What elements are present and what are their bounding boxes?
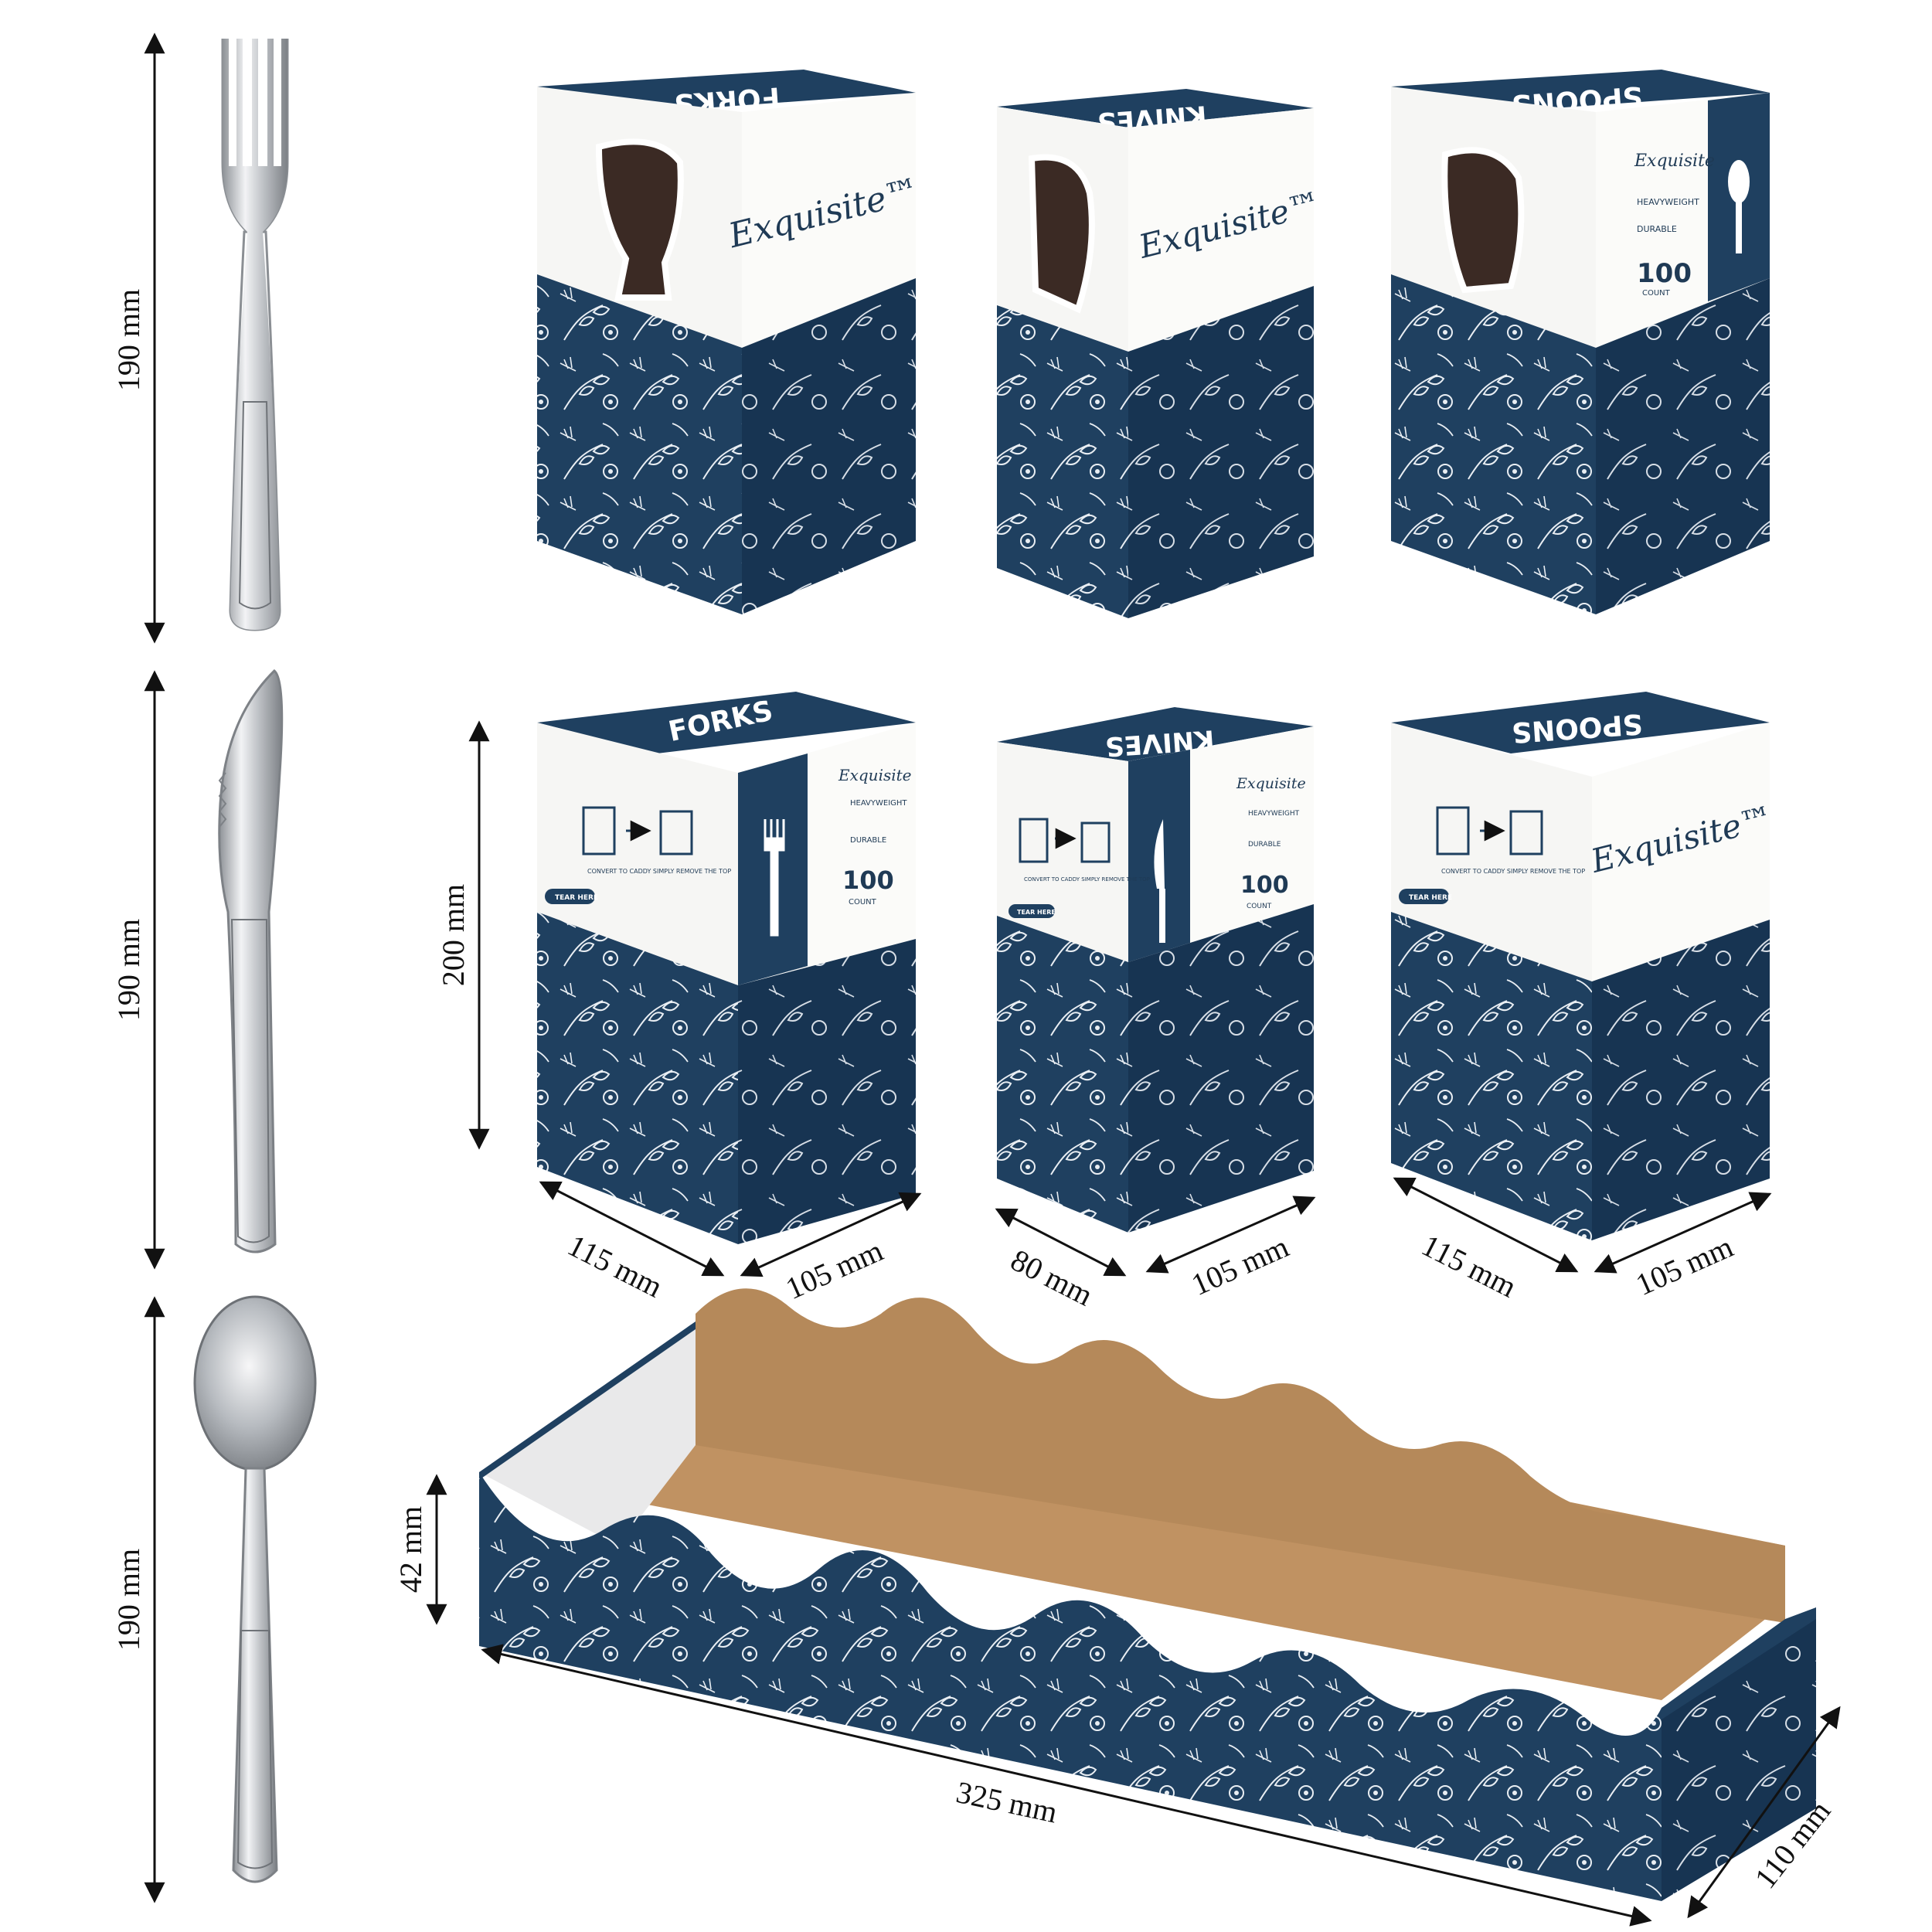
- bottom-forks-box: FORKS CONVERT TO CADDY SIMPLY REMOVE THE…: [537, 692, 922, 1306]
- feature-2: DURABLE: [850, 836, 886, 845]
- side-brand: Exquisite: [838, 766, 912, 784]
- knife-group: 190 mm: [111, 668, 284, 1270]
- spoon-group: 190 mm: [111, 1295, 317, 1903]
- depth-dimension-line: [740, 1192, 922, 1277]
- width-dim: 80 mm: [1005, 1242, 1098, 1312]
- caddy-tray: 42 mm 325 mm 110 mm: [393, 1288, 1841, 1927]
- count-label: COUNT: [1247, 903, 1272, 910]
- count: 100: [842, 866, 894, 895]
- caddy-diagram: [1436, 806, 1543, 855]
- side-brand: Exquisite: [1236, 775, 1306, 792]
- tear-badge: [545, 889, 595, 904]
- width-dimension-line: [995, 1208, 1127, 1277]
- instruction: CONVERT TO CADDY SIMPLY REMOVE THE TOP: [1024, 876, 1150, 883]
- side-brand: Exquisite: [1634, 151, 1715, 171]
- top-spoons-box: SPOONS Exquisite HEAVYWEIGHT DURABLE 100…: [1391, 70, 1770, 614]
- width-dimension-line: [539, 1181, 725, 1277]
- tear-label: TEAR HERE: [1017, 909, 1056, 916]
- fork-length-label: 190 mm: [111, 289, 146, 391]
- fork-group: 190 mm: [111, 32, 289, 644]
- caddy-diagram: [1019, 818, 1111, 863]
- width-dim: 115 mm: [1417, 1227, 1522, 1304]
- feature-2: DURABLE: [1637, 224, 1677, 234]
- knife-length-label: 190 mm: [111, 919, 146, 1021]
- tray-length-label: 325 mm: [953, 1774, 1060, 1830]
- box-height-label: 200 mm: [436, 884, 471, 986]
- caddy-diagram: [582, 806, 693, 855]
- width-dimension-line: [1393, 1177, 1579, 1273]
- depth-dimension-line: [1145, 1196, 1316, 1274]
- tray-length-dimension-line: [481, 1644, 1652, 1927]
- count-label: COUNT: [849, 898, 877, 906]
- count-label: COUNT: [1642, 289, 1671, 298]
- tray-width-dimension-line: [1687, 1706, 1841, 1919]
- tear-label: TEAR HERE: [1409, 894, 1452, 902]
- depth-dim: 105 mm: [781, 1233, 888, 1306]
- fork-icon: [221, 39, 289, 631]
- knife-icon: [218, 668, 284, 1253]
- feature-1: HEAVYWEIGHT: [1637, 197, 1699, 207]
- feature-1: HEAVYWEIGHT: [1248, 810, 1300, 818]
- spoon-icon: [193, 1295, 317, 1883]
- count: 100: [1240, 872, 1289, 899]
- tray-height-label: 42 mm: [393, 1506, 428, 1593]
- feature-2: DURABLE: [1248, 841, 1281, 849]
- feature-1: HEAVYWEIGHT: [850, 799, 907, 808]
- depth-dim: 105 mm: [1186, 1229, 1294, 1302]
- spoon-length-label: 190 mm: [111, 1549, 146, 1651]
- top-forks-box: FORKS Exquisite™: [537, 70, 923, 614]
- instruction: CONVERT TO CADDY SIMPLY REMOVE THE TOP: [1441, 868, 1585, 875]
- tear-badge: [1009, 904, 1055, 918]
- bottom-knives-box: KNIVES CONVERT TO CADDY SIMPLY REMOVE TH…: [995, 707, 1316, 1312]
- tear-badge: [1399, 889, 1449, 904]
- top-knives-box: KNIVES Exquisite™: [997, 89, 1325, 618]
- count: 100: [1637, 258, 1692, 289]
- instruction: CONVERT TO CADDY SIMPLY REMOVE THE TOP: [587, 868, 731, 875]
- depth-dim: 105 mm: [1631, 1229, 1738, 1302]
- depth-dimension-line: [1594, 1192, 1772, 1274]
- tear-label: TEAR HERE: [555, 894, 598, 902]
- bottom-spoons-box: SPOONS CONVERT TO CADDY SIMPLY REMOVE TH…: [1391, 692, 1777, 1304]
